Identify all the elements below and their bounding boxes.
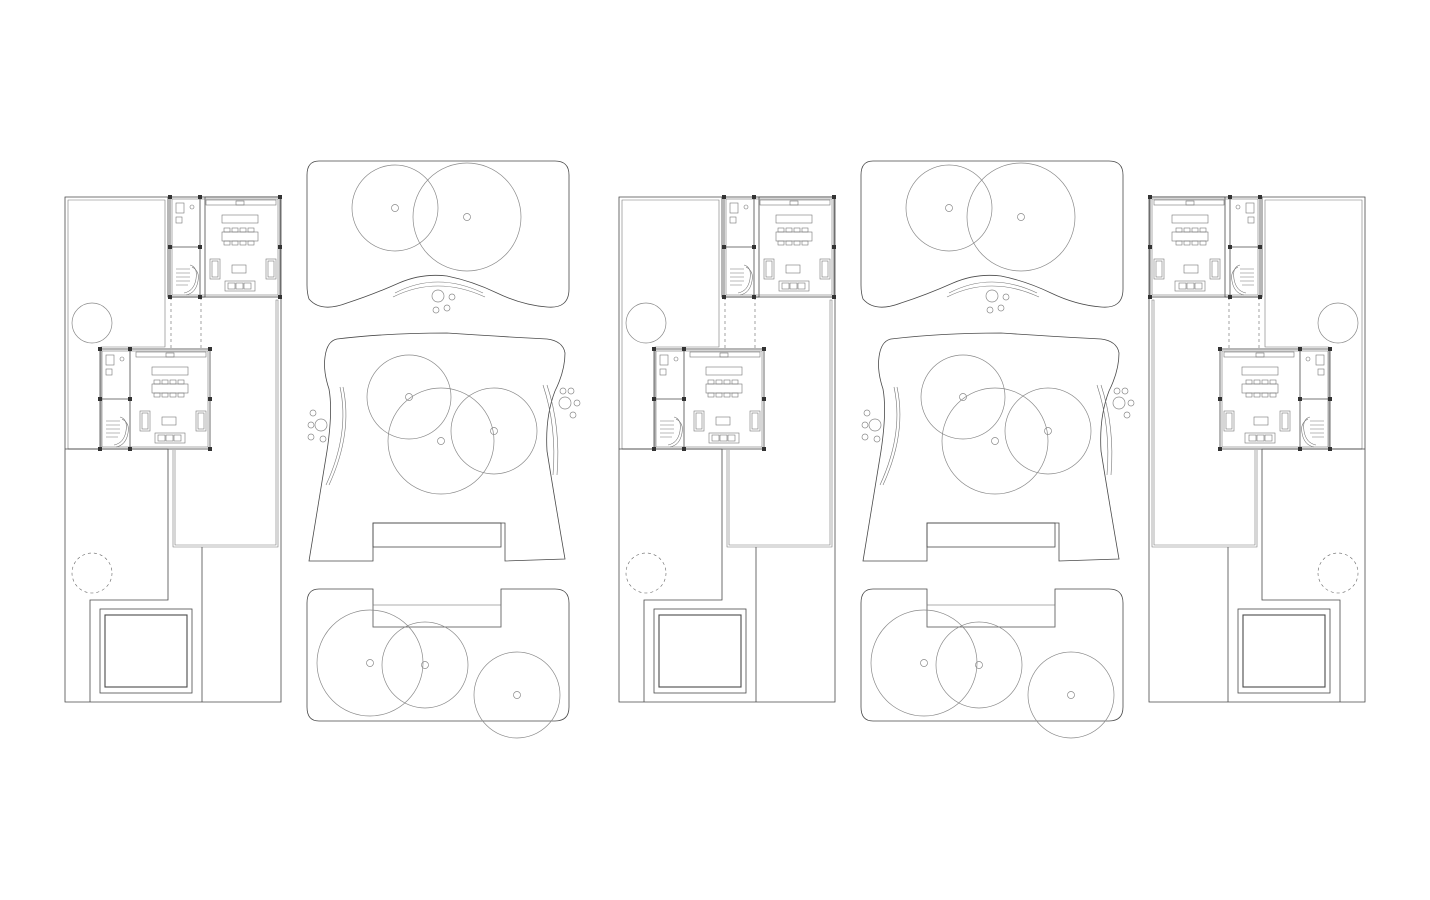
- plot-unit-3: [1147, 194, 1366, 703]
- building-module-3a: [1147, 194, 1263, 300]
- building-module-2b: [651, 346, 767, 452]
- plot-unit-1: [64, 194, 283, 703]
- building-module-1a: [167, 194, 283, 300]
- garden-zone-2: [860, 160, 1135, 739]
- building-module-2a: [721, 194, 837, 300]
- garden-zone-1: [306, 160, 581, 739]
- building-module-1b: [97, 346, 213, 452]
- plot-unit-2: [618, 194, 837, 703]
- building-module-3b: [1217, 346, 1333, 452]
